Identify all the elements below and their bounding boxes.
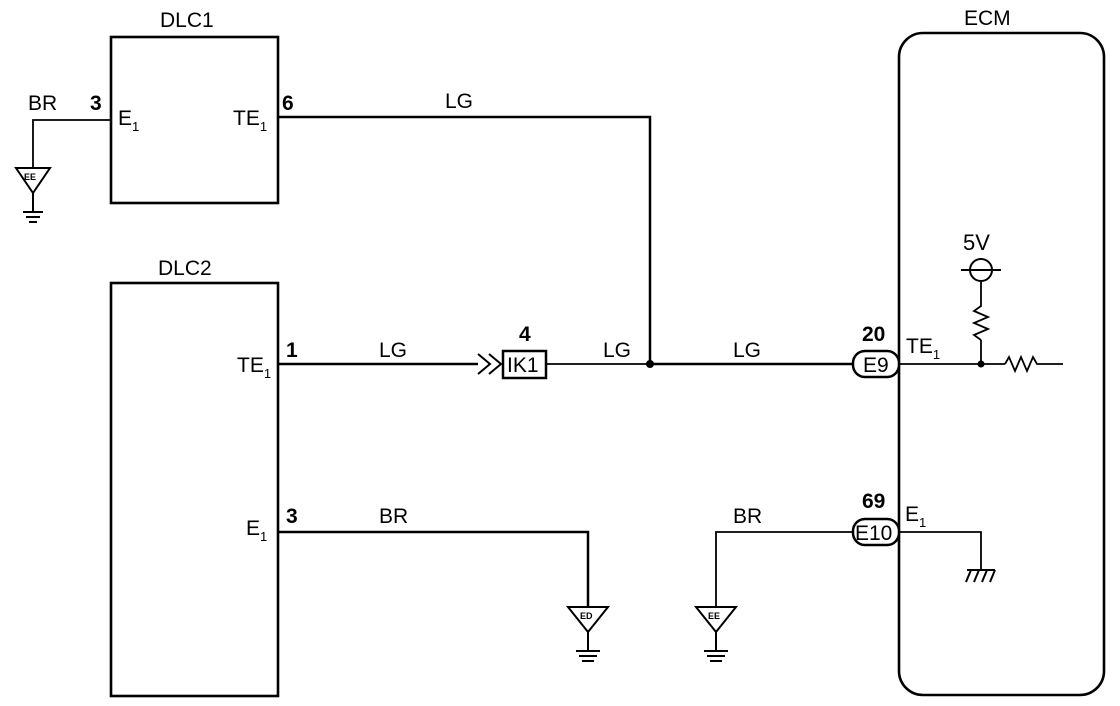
dlc1-e1-terminal: E1 <box>118 107 139 134</box>
ecm-supply-label: 5V <box>963 230 990 255</box>
dlc1-ground-wire-color: BR <box>28 92 57 115</box>
ecm-connector-e9-label: E9 <box>863 354 889 377</box>
dlc1-ground-ee: EE <box>14 167 52 223</box>
ecm-e1-wire <box>715 531 853 607</box>
dlc2-e1-wire <box>278 530 590 607</box>
dlc2-e1-wire-color: BR <box>379 505 408 528</box>
ecm-e1-terminal: E1 <box>905 503 926 530</box>
dlc2-e1-terminal: E1 <box>246 517 267 544</box>
dlc2-e1-pin: 3 <box>286 505 298 528</box>
dlc2-ground-tag: ED <box>580 611 593 621</box>
dlc1-te1-terminal: TE1 <box>233 107 267 134</box>
ecm-label: ECM <box>964 7 1011 30</box>
dlc2-te1-pin: 1 <box>286 339 298 362</box>
ecm-te1-pin: 20 <box>862 323 885 346</box>
dlc1-ground-wire <box>32 119 111 168</box>
ecm-e1-wire-color: BR <box>733 505 762 528</box>
ecm-ext-ground-ee: EE <box>693 606 739 662</box>
ecm-te1-terminal: TE1 <box>906 335 940 362</box>
junction-pin: 4 <box>519 323 531 346</box>
dlc1-te1-pin: 6 <box>282 92 294 115</box>
dlc1-te1-wire <box>278 115 652 364</box>
ecm-pullup-resistor <box>971 282 991 341</box>
ecm-internal-resistor-series <box>1004 354 1063 374</box>
dlc1-e1-pin: 3 <box>90 92 102 115</box>
dlc2-label: DLC2 <box>158 257 212 280</box>
dlc1-te1-wire-color: LG <box>445 90 473 113</box>
ecm-te1-wire-color: LG <box>733 339 761 362</box>
dlc1-ground-tag: EE <box>24 172 36 182</box>
ecm-ext-ground-tag: EE <box>708 611 720 621</box>
junction-connector-label: IK1 <box>507 354 539 377</box>
ecm-chassis-ground-icon <box>965 569 996 583</box>
dlc1-label: DLC1 <box>160 9 214 32</box>
dlc2-te1-wire-color-a: LG <box>379 339 407 362</box>
ecm-connector-e9: E9 <box>851 349 901 379</box>
dlc2-box <box>109 281 280 698</box>
ecm-internal-ground-wire <box>899 531 982 570</box>
dlc2-te1-terminal: TE1 <box>237 354 271 381</box>
dlc2-te1-wire-color-b: LG <box>603 339 631 362</box>
ecm-e1-pin: 69 <box>862 490 885 513</box>
ecm-connector-e10-label: E10 <box>855 522 892 545</box>
ecm-5v-supply <box>961 258 1001 282</box>
ecm-connector-e10: E10 <box>851 517 901 547</box>
junction-connector-ik1: IK1 <box>477 349 548 380</box>
dlc2-ground-ed: ED <box>565 606 611 662</box>
